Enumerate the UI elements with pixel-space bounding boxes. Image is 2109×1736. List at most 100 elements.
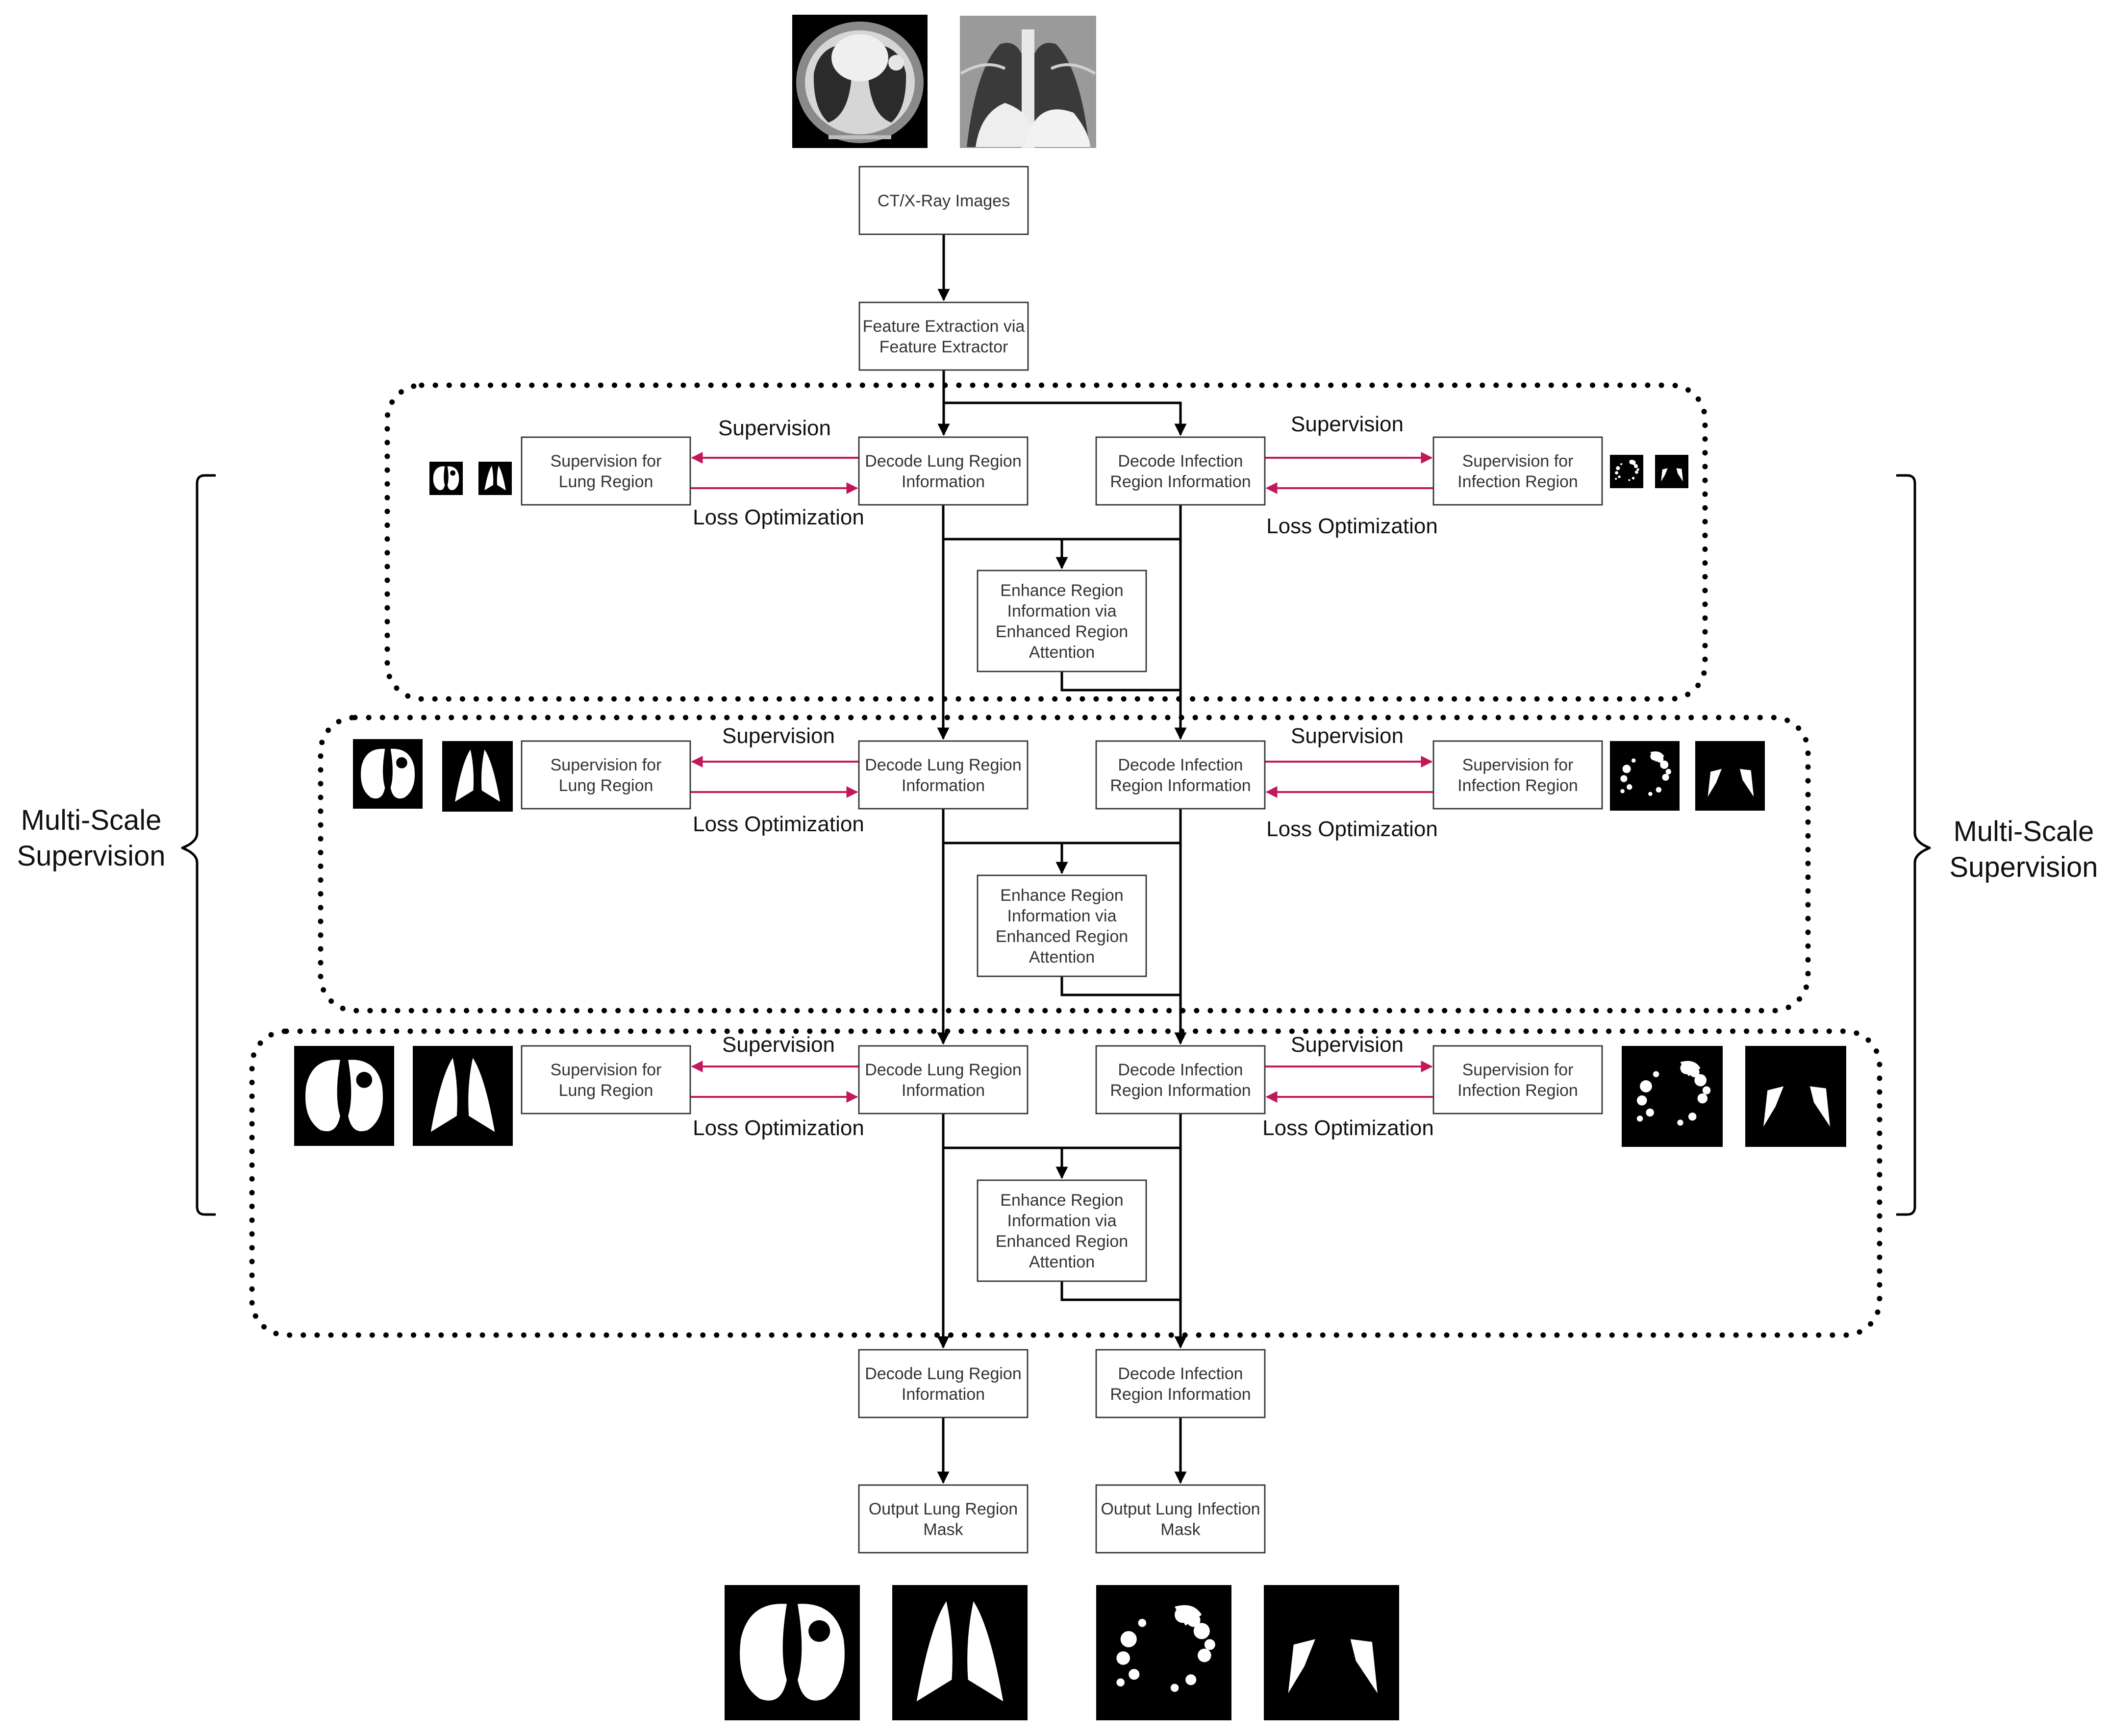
edge-enhance-3-out bbox=[1060, 1281, 1180, 1301]
sup-lung-1-box-frame bbox=[521, 436, 691, 506]
decode-inf-3-box-frame bbox=[1095, 1045, 1266, 1115]
multi-scale-label-right-line-1: Multi-Scale bbox=[1954, 816, 2094, 847]
flow-edges bbox=[690, 234, 1433, 1484]
feature-box-frame bbox=[858, 301, 1029, 371]
decode-inf-final-box-frame bbox=[1095, 1349, 1266, 1418]
decode-lung-final-box-frame bbox=[858, 1349, 1029, 1418]
supervision-label-lung-1: Supervision bbox=[718, 416, 831, 440]
sup-lung-3-box-frame bbox=[521, 1045, 691, 1115]
sup-lung-2-box-frame bbox=[521, 740, 691, 810]
ct-scan-image bbox=[792, 15, 928, 148]
lung-mask-ct-stage-2 bbox=[353, 739, 423, 809]
loss-label-infection-3: Loss Optimization bbox=[1262, 1116, 1434, 1140]
left-brace bbox=[181, 474, 216, 1216]
lung-mask-ct-stage-3 bbox=[294, 1046, 394, 1146]
multi-scale-label-left-line-2: Supervision bbox=[17, 840, 165, 872]
enhance-1-box-frame bbox=[977, 570, 1147, 672]
output-lung-box-frame bbox=[858, 1484, 1029, 1554]
sup-inf-1-box-frame bbox=[1432, 436, 1603, 506]
supervision-label-infection-2: Supervision bbox=[1291, 724, 1404, 748]
supervision-label-lung-3: Supervision bbox=[722, 1033, 835, 1057]
lung-mask-xray-stage-1 bbox=[478, 462, 512, 495]
enhance-2-box-frame bbox=[977, 874, 1147, 977]
edge-enhance-2-out bbox=[1060, 976, 1180, 996]
lung-mask-xray-stage-3 bbox=[413, 1046, 513, 1146]
supervision-label-lung-2: Supervision bbox=[722, 724, 835, 748]
infection-mask-ct-stage-3 bbox=[1622, 1046, 1723, 1147]
right-brace bbox=[1896, 474, 1931, 1216]
multi-scale-label-left: Multi-Scale Supervision bbox=[17, 804, 165, 872]
loss-label-lung-1: Loss Optimization bbox=[693, 505, 864, 529]
multi-scale-label-right-line-2: Supervision bbox=[1949, 851, 2098, 883]
sup-inf-3-box-frame bbox=[1432, 1045, 1603, 1115]
output-infection-mask-xray bbox=[1264, 1585, 1399, 1720]
multi-scale-label-left-line-1: Multi-Scale bbox=[21, 804, 162, 836]
stage-2-group bbox=[318, 715, 1811, 1014]
output-lung-mask-ct bbox=[725, 1585, 860, 1720]
output-infection-mask-ct bbox=[1096, 1585, 1231, 1720]
infection-mask-xray-stage-1 bbox=[1655, 455, 1688, 488]
multi-scale-braces bbox=[181, 474, 1931, 1216]
decode-lung-1-box-frame bbox=[858, 436, 1029, 506]
input-label: CT/X-Ray Images bbox=[878, 192, 1010, 210]
edge-feature-to-infection-1 bbox=[944, 401, 1187, 436]
loss-label-infection-1: Loss Optimization bbox=[1266, 514, 1438, 538]
input-images bbox=[792, 15, 1096, 148]
input-box-frame bbox=[858, 166, 1029, 235]
decode-lung-3-box-frame bbox=[858, 1045, 1029, 1115]
lung-mask-xray-stage-2 bbox=[442, 741, 513, 812]
lung-mask-ct-stage-1 bbox=[429, 462, 463, 495]
infection-mask-xray-stage-2 bbox=[1695, 741, 1765, 811]
decode-lung-2-box-frame bbox=[858, 740, 1029, 810]
stage-groups bbox=[249, 382, 1883, 1338]
loss-label-lung-3: Loss Optimization bbox=[693, 1116, 864, 1140]
mask-thumbnails bbox=[294, 455, 1846, 1720]
decode-inf-2-box-frame bbox=[1095, 740, 1266, 810]
output-lung-mask-xray bbox=[892, 1585, 1028, 1720]
infection-mask-xray-stage-3 bbox=[1745, 1046, 1846, 1147]
supervision-label-infection-3: Supervision bbox=[1291, 1033, 1404, 1057]
infection-mask-ct-stage-1 bbox=[1610, 455, 1643, 488]
loss-label-lung-2: Loss Optimization bbox=[693, 812, 864, 836]
supervision-label-infection-1: Supervision bbox=[1291, 412, 1404, 436]
infection-mask-ct-stage-2 bbox=[1610, 741, 1680, 811]
